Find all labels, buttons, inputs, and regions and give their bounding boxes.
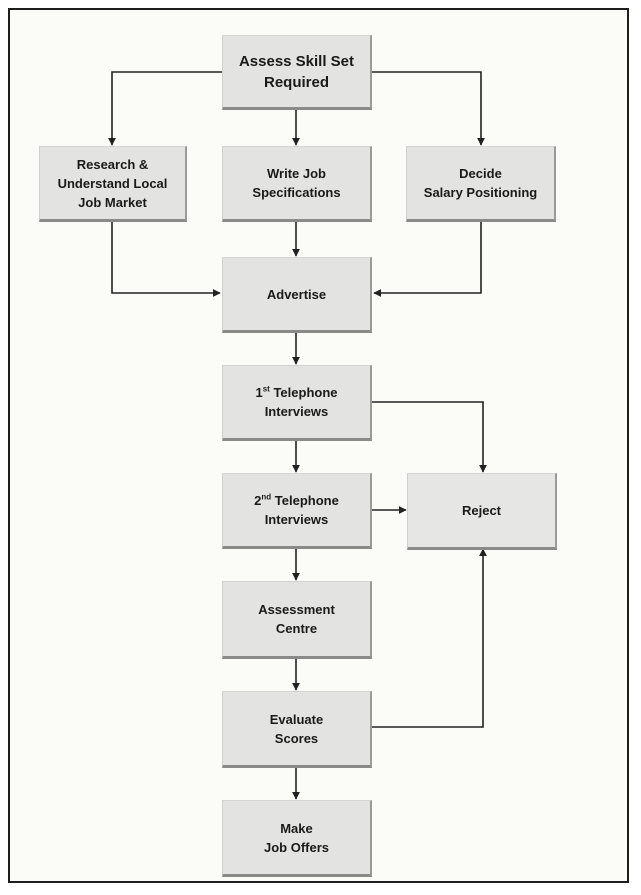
node-make-job-offers: Make Job Offers <box>222 800 372 877</box>
ordinal-number: 1 <box>255 385 263 400</box>
node-assessment-centre: Assessment Centre <box>222 581 372 659</box>
ordinal-suffix: st <box>262 384 270 394</box>
node-decide-salary-positioning: Decide Salary Positioning <box>406 146 556 222</box>
node-evaluate-scores: Evaluate Scores <box>222 691 372 768</box>
line2: Interviews <box>264 512 329 527</box>
arrow-research-to-advertise <box>111 221 221 297</box>
arrow-evaluate-to-reject <box>372 548 487 728</box>
line2: Interviews <box>264 404 329 419</box>
arrow-assess-to-research <box>108 71 222 146</box>
node-research-job-market: Research & Understand Local Job Market <box>39 146 187 222</box>
arrow-salary-to-advertise <box>373 221 482 297</box>
arrow-tel1-to-reject <box>371 401 487 473</box>
arrow-assess-to-salary <box>371 71 485 146</box>
node-write-job-specifications: Write Job Specifications <box>222 146 372 222</box>
ordinal-suffix: nd <box>261 492 272 502</box>
node-reject: Reject <box>407 473 557 550</box>
line1-rest: Telephone <box>269 385 338 400</box>
node-advertise: Advertise <box>222 257 372 333</box>
node-assess-skill-set: Assess Skill Set Required <box>222 35 372 110</box>
ordinal-number: 2 <box>254 493 262 508</box>
line1-rest: Telephone <box>271 493 339 508</box>
